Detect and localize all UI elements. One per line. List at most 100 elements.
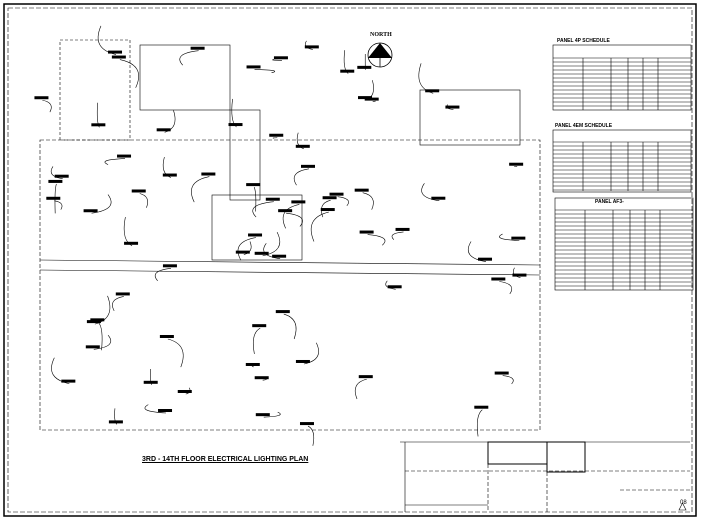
fixture-tag [254, 251, 269, 255]
fixture-tag [272, 254, 287, 258]
circuit-arc [164, 110, 176, 133]
circuit-arc [499, 281, 513, 295]
fixture-tag [431, 196, 446, 200]
fixture-tag [304, 45, 319, 49]
schedule-title-4p: PANEL 4P SCHEDULE [557, 38, 610, 44]
fixture-tag [248, 233, 263, 237]
circuit-arc [237, 237, 257, 261]
fixture-tag [265, 197, 280, 201]
fixture-tag [278, 209, 293, 213]
building-outline [39, 139, 541, 431]
fixture-tag [295, 144, 310, 148]
circuit-arc [144, 404, 167, 414]
fixture-tag [91, 123, 106, 127]
circuit-arc [167, 338, 184, 368]
fixture-tag [115, 292, 130, 296]
panel-af3-table [554, 197, 694, 291]
circuit-arc [93, 335, 112, 350]
circuit-arc [54, 200, 63, 210]
stair-core-north [139, 44, 231, 111]
fixture-tag [90, 318, 105, 322]
fixture-tag [124, 241, 139, 245]
fixture-tags [34, 45, 527, 426]
circuit-arc [391, 231, 404, 240]
fixture-tag [201, 172, 216, 176]
fixture-tag [177, 389, 192, 393]
circuit-arc [272, 137, 278, 139]
circuit-arc [476, 409, 483, 437]
fixture-tag [395, 227, 410, 231]
circuit-arc [502, 375, 514, 385]
fixture-tag [48, 179, 63, 183]
fixture-tag [322, 196, 337, 200]
fixture-tag [108, 420, 123, 424]
fixture-tag [275, 310, 290, 314]
fixture-tag [54, 174, 69, 178]
circuit-arc [104, 158, 126, 165]
fixture-tag [245, 362, 260, 366]
fixture-tag [34, 96, 49, 100]
north-arrow [367, 42, 393, 68]
stair-core-center [211, 194, 303, 261]
fixture-tag [478, 257, 493, 261]
fixture-tag [509, 162, 524, 166]
fixture-tag [474, 405, 489, 409]
unit-outline [59, 39, 131, 141]
circuit-arc [343, 50, 349, 74]
circuit-arc [467, 241, 487, 262]
title-block [400, 441, 690, 512]
unit-outline [419, 89, 521, 146]
fixture-tag [387, 285, 402, 289]
circuit-arc [262, 231, 281, 257]
fixture-tag [445, 105, 460, 109]
circuit-arc [112, 296, 124, 311]
circuit-arc [372, 100, 376, 102]
circuit-arc [150, 368, 152, 385]
fixture-tag [255, 413, 270, 417]
fixture-tag [273, 56, 288, 60]
sheet-number: 08 [680, 500, 687, 506]
fixture-tag [425, 89, 440, 93]
circuit-arc [337, 196, 349, 207]
circuit-arc [50, 166, 63, 180]
fixture-tag [108, 50, 123, 54]
circuit-arc [96, 102, 100, 128]
fixture-tag [359, 230, 374, 234]
circuit-arc [385, 280, 396, 290]
sheet-border [3, 3, 697, 517]
fixture-tag [364, 97, 379, 101]
fixture-tag [354, 188, 369, 192]
schedule-tables [552, 44, 694, 291]
inner-border [7, 7, 693, 513]
circuit-arc [179, 50, 199, 66]
circuit-arc [263, 411, 281, 418]
fixture-tag [511, 236, 526, 240]
circuit-arc [114, 408, 118, 425]
circuit-arc [42, 99, 52, 113]
fixture-tag [158, 409, 173, 413]
fixture-tag [340, 69, 355, 73]
fixture-tag [156, 128, 171, 132]
fixture-tag [61, 379, 76, 383]
fixture-tag [300, 164, 315, 168]
north-label: NORTH [370, 32, 392, 38]
fixture-tag [320, 208, 335, 212]
elevator-shaft [229, 109, 261, 201]
circuit-arc [293, 168, 310, 186]
circuit-arc [253, 186, 257, 212]
circuit-arc [191, 176, 210, 203]
fixture-tag [111, 55, 126, 59]
fixture-tag [190, 46, 205, 50]
fixture-tag [512, 273, 527, 277]
fixture-tag [358, 375, 373, 379]
circuit-arc [362, 192, 374, 210]
fixture-tag [131, 189, 146, 193]
circuit-arc [162, 157, 171, 178]
fixture-tag [162, 264, 177, 268]
circuit-arc [354, 378, 367, 400]
panel-4em-table [552, 129, 692, 193]
fixture-tag [494, 371, 509, 375]
corridor-line [39, 259, 541, 266]
circuit-arc [418, 63, 434, 94]
